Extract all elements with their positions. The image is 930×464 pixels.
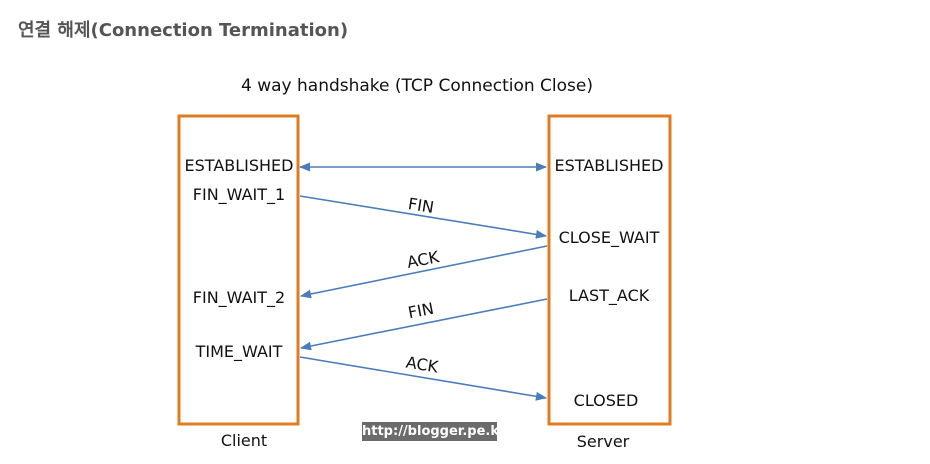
server-state-close-wait: CLOSE_WAIT xyxy=(559,228,660,248)
client-box xyxy=(177,114,300,426)
section-heading: 연결 해제(Connection Termination) xyxy=(18,20,349,41)
diagram-title: 4 way handshake (TCP Connection Close) xyxy=(241,76,593,96)
server-state-established: ESTABLISHED xyxy=(555,156,664,175)
client-state-established: ESTABLISHED xyxy=(185,156,294,175)
fin-arrow-2 xyxy=(299,298,548,351)
server-box xyxy=(547,114,672,426)
fin-arrow-1 xyxy=(299,195,548,239)
message-label-fin-2: FIN xyxy=(406,299,435,323)
message-label-fin-1: FIN xyxy=(407,194,436,217)
server-state-last-ack: LAST_ACK xyxy=(569,286,650,306)
ack-arrow-2 xyxy=(299,356,548,401)
client-label: Client xyxy=(221,431,267,450)
server-label: Server xyxy=(577,432,630,451)
client-state-fin-wait-1: FIN_WAIT_1 xyxy=(193,185,285,205)
ack-arrow-1 xyxy=(299,245,548,299)
server-state-closed: CLOSED xyxy=(574,391,639,410)
client-state-time-wait: TIME_WAIT xyxy=(195,342,283,362)
message-label-ack-2: ACK xyxy=(405,353,440,377)
watermark: http://blogger.pe.kr xyxy=(362,422,506,441)
client-state-fin-wait-2: FIN_WAIT_2 xyxy=(193,288,285,308)
